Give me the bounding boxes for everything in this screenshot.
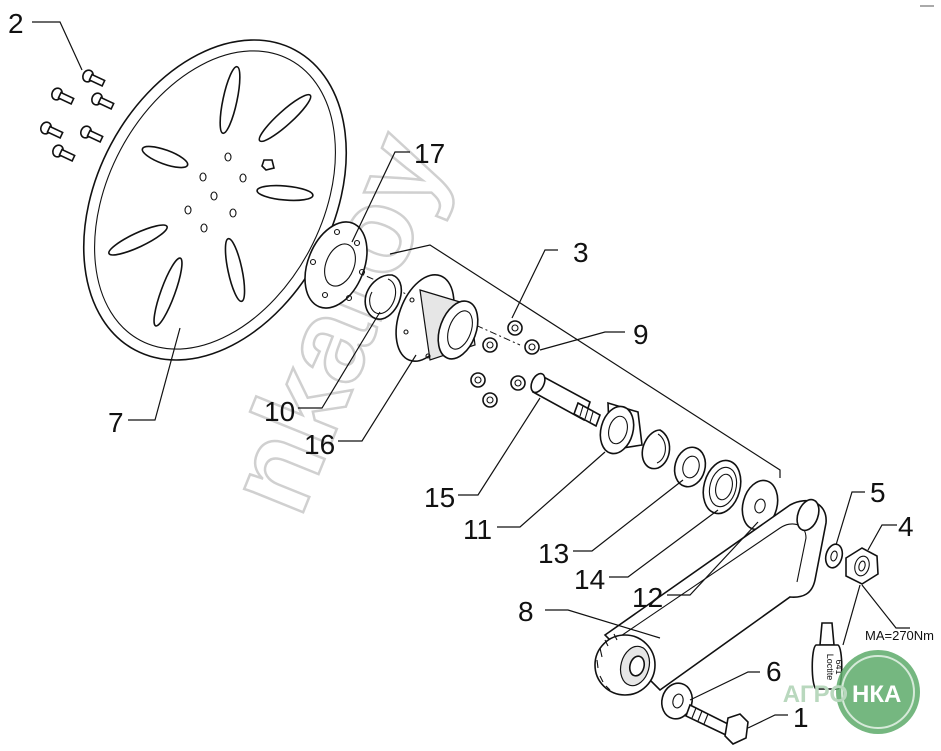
- bolt-part-1: [684, 703, 749, 745]
- torque-note: MA=270Nm: [865, 628, 934, 643]
- bearing-part-11: [599, 401, 643, 455]
- leader-lines: [32, 21, 910, 729]
- agronka-logo: АГРО НКА: [783, 650, 920, 734]
- callout-8: 8: [518, 596, 534, 627]
- logo-text-left: АГРО: [783, 681, 848, 708]
- callout-2: 2: [8, 8, 24, 39]
- nuts-part-3: [470, 320, 540, 408]
- callout-15: 15: [424, 482, 455, 513]
- callout-14: 14: [574, 564, 605, 595]
- washer-part-5: [824, 543, 844, 569]
- callout-4: 4: [898, 511, 914, 542]
- assembly-bracket-9: [389, 244, 781, 478]
- spacer-part-13: [673, 446, 707, 488]
- callout-12: 12: [632, 582, 663, 613]
- callout-1: 1: [793, 702, 809, 733]
- callout-3: 3: [573, 237, 589, 268]
- logo-text-right: НКА: [852, 681, 901, 708]
- callout-11: 11: [463, 514, 492, 545]
- callout-9: 9: [633, 319, 649, 350]
- callout-7: 7: [108, 407, 124, 438]
- flange-plate-part-17: [304, 221, 368, 309]
- hub-part-16: [395, 273, 479, 363]
- callout-5: 5: [870, 477, 886, 508]
- nut-part-4: [845, 547, 879, 585]
- arm-part-8: [594, 498, 827, 696]
- bolts-part-2: [40, 69, 115, 162]
- seal-part-14: [702, 459, 742, 515]
- circlip-part-10: [364, 274, 403, 320]
- washer-part-12: [741, 479, 779, 531]
- callout-17: 17: [414, 138, 445, 169]
- circlip-small: [641, 429, 671, 470]
- callout-6: 6: [766, 656, 782, 687]
- loctite-label-line1: Loctite: [825, 654, 835, 681]
- callout-numbers: 2 7 17 3 9 10 16 15 11 13 14 12 8 5 4 6 …: [8, 8, 914, 733]
- callout-13: 13: [538, 538, 569, 569]
- disc-slots: [108, 65, 314, 327]
- shaft-part-15: [530, 372, 601, 428]
- logo-circle: [836, 650, 920, 734]
- disc-center-nut: [261, 159, 275, 171]
- callout-10: 10: [264, 396, 295, 427]
- callout-16: 16: [304, 429, 335, 460]
- loctite-label-line2: 641: [834, 659, 844, 674]
- disc-bolt-holes: [184, 152, 247, 233]
